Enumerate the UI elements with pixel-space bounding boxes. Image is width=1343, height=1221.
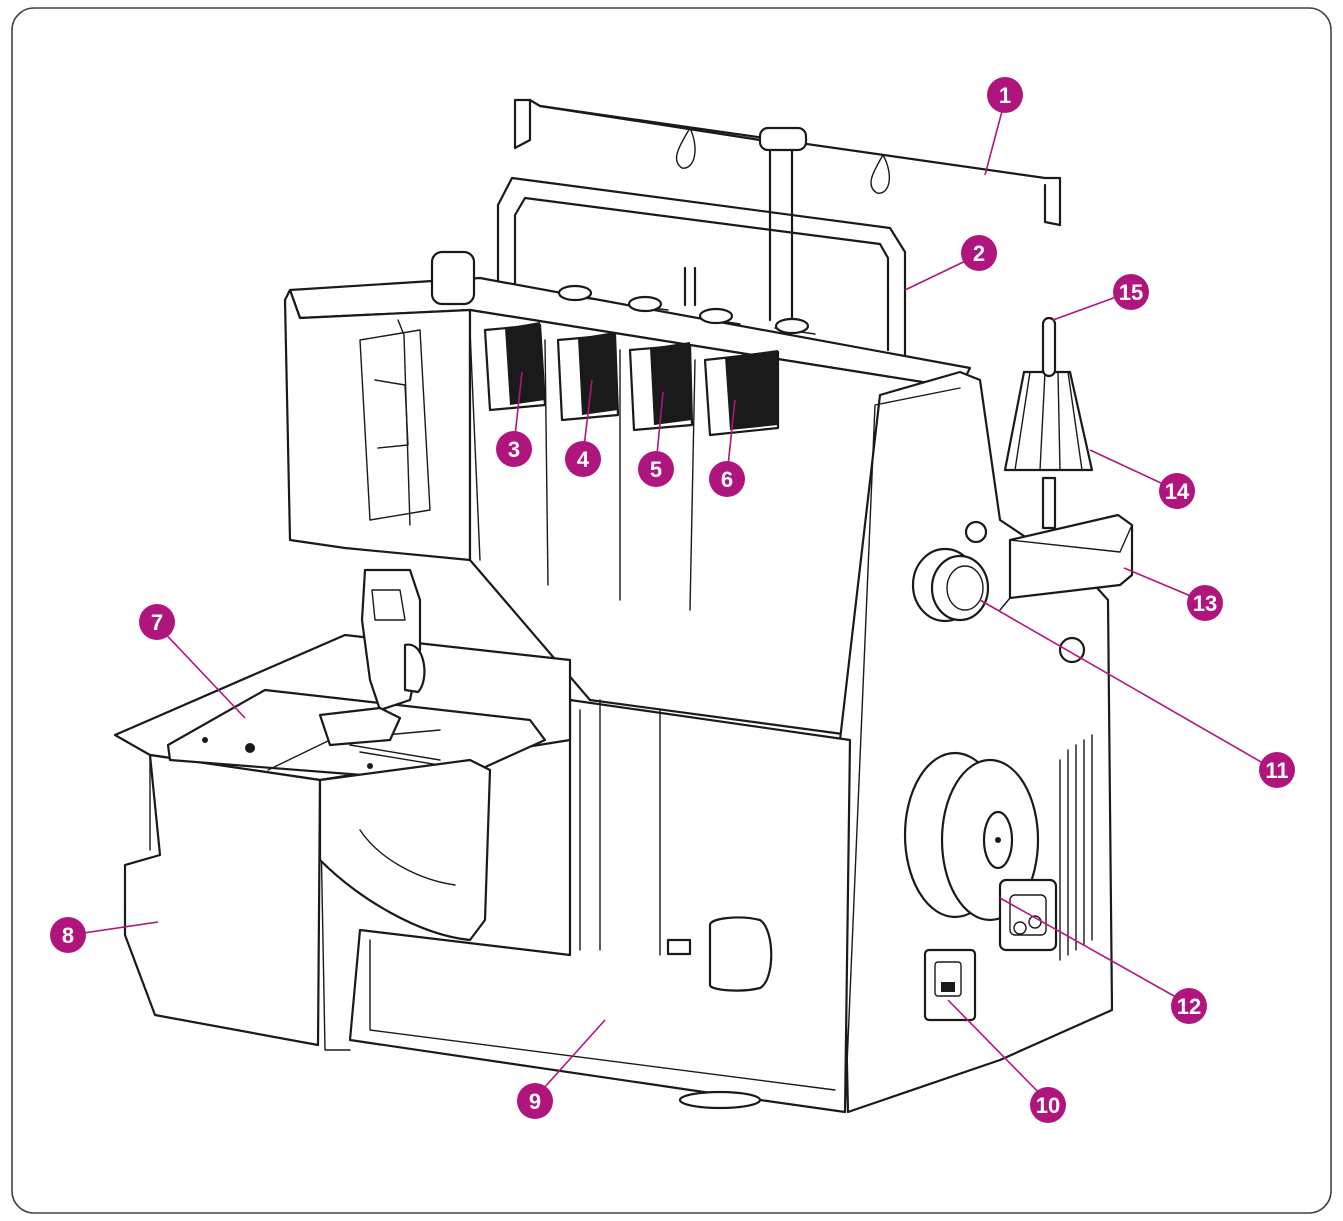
callout-6: 6 — [709, 461, 745, 497]
tension-dial-panel — [468, 308, 962, 737]
hand-wheel — [903, 751, 1058, 952]
tension-dial-6 — [703, 350, 780, 437]
presser-foot-assembly — [318, 568, 426, 747]
tension-dial-3 — [483, 322, 547, 412]
svg-text:8: 8 — [62, 923, 74, 948]
callout-7: 7 — [139, 604, 175, 640]
callout-10: 10 — [1030, 1087, 1066, 1123]
svg-text:6: 6 — [721, 467, 733, 492]
svg-text:11: 11 — [1265, 758, 1288, 783]
callout-5: 5 — [638, 451, 674, 487]
callout-2: 2 — [961, 235, 997, 271]
callout-9: 9 — [517, 1083, 553, 1119]
tension-dial-5 — [628, 342, 694, 432]
svg-text:10: 10 — [1036, 1093, 1060, 1118]
svg-text:14: 14 — [1165, 479, 1190, 504]
callout-1: 1 — [987, 77, 1023, 113]
svg-text:3: 3 — [508, 437, 520, 462]
stitch-length-dial — [911, 547, 990, 623]
svg-text:13: 13 — [1193, 591, 1217, 616]
callout-13: 13 — [1187, 585, 1223, 621]
looper-cover — [318, 758, 492, 942]
callout-12: 12 — [1171, 988, 1207, 1024]
callout-3: 3 — [496, 431, 532, 467]
front-left-cover — [283, 288, 472, 562]
callout-badges: 1 2 3 4 5 6 7 8 9 10 11 12 13 14 15 — [50, 77, 1295, 1123]
callout-11: 11 — [1259, 752, 1295, 788]
tension-dial-4 — [556, 332, 620, 422]
svg-text:7: 7 — [151, 610, 163, 635]
callout-14: 14 — [1159, 473, 1195, 509]
thread-stand-antenna — [513, 98, 1062, 322]
svg-text:15: 15 — [1119, 280, 1143, 305]
carrying-handle — [496, 176, 907, 362]
front-cover — [348, 698, 852, 1114]
svg-text:4: 4 — [577, 447, 590, 472]
spool-holder — [999, 316, 1134, 611]
callout-8: 8 — [50, 917, 86, 953]
callout-4: 4 — [565, 441, 601, 477]
power-switch — [923, 948, 977, 1022]
svg-text:5: 5 — [650, 457, 662, 482]
svg-text:1: 1 — [999, 83, 1011, 108]
diagram-border — [11, 7, 1332, 1214]
svg-text:2: 2 — [973, 241, 985, 266]
callout-15: 15 — [1113, 274, 1149, 310]
svg-text:9: 9 — [529, 1089, 541, 1114]
svg-text:12: 12 — [1177, 994, 1201, 1019]
